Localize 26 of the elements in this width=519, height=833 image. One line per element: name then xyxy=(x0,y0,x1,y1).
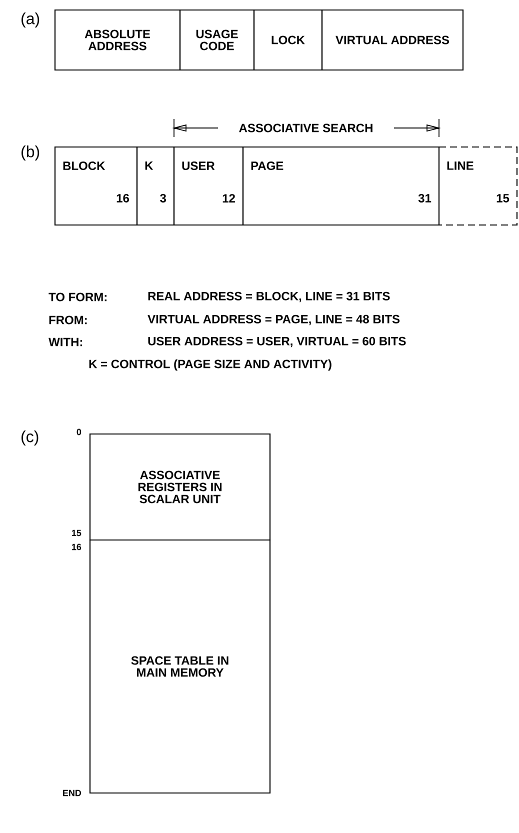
address-label: END xyxy=(63,790,82,796)
note-text: TO FORM: xyxy=(48,292,106,302)
address-label: 16 xyxy=(72,544,82,550)
field-box: LOCK xyxy=(253,9,323,71)
memory-region-box: ASSOCIATIVE REGISTERS IN SCALAR UNIT xyxy=(89,433,271,541)
panel-label: (b) xyxy=(22,146,40,160)
field-box: K 3 xyxy=(136,146,175,226)
field-box: VIRTUAL ADDRESS xyxy=(321,9,464,71)
address-label: 15 xyxy=(72,530,82,536)
note-text: FROM: xyxy=(49,316,87,324)
field-box: USER 12 xyxy=(173,146,244,226)
panel-label: (a) xyxy=(22,12,40,28)
field-box: LINE 15 xyxy=(439,146,518,226)
field-box: BLOCK 16 xyxy=(54,146,138,226)
field-box: USAGE CODE xyxy=(179,9,255,71)
field-box: ABSOLUTE ADDRESS xyxy=(54,9,181,71)
address-label: 0 xyxy=(76,428,82,436)
field-box: PAGE 31 xyxy=(242,146,440,226)
panel-label: (c) xyxy=(22,430,38,446)
note-text: REAL ADDRESS = BLOCK, LINE = 31 BITS xyxy=(148,292,390,302)
memory-region-box: SPACE TABLE IN MAIN MEMORY xyxy=(89,539,271,794)
note-text: VIRTUAL ADDRESS = PAGE, LINE = 48 BITS xyxy=(148,314,400,326)
note-text: WITH: xyxy=(48,338,82,346)
note-text: USER ADDRESS = USER, VIRTUAL = 60 BITS xyxy=(148,336,406,348)
dimension-label: ASSOCIATIVE SEARCH xyxy=(239,124,372,132)
note-text: K = CONTROL (PAGE SIZE AND ACTIVITY) xyxy=(89,359,332,371)
